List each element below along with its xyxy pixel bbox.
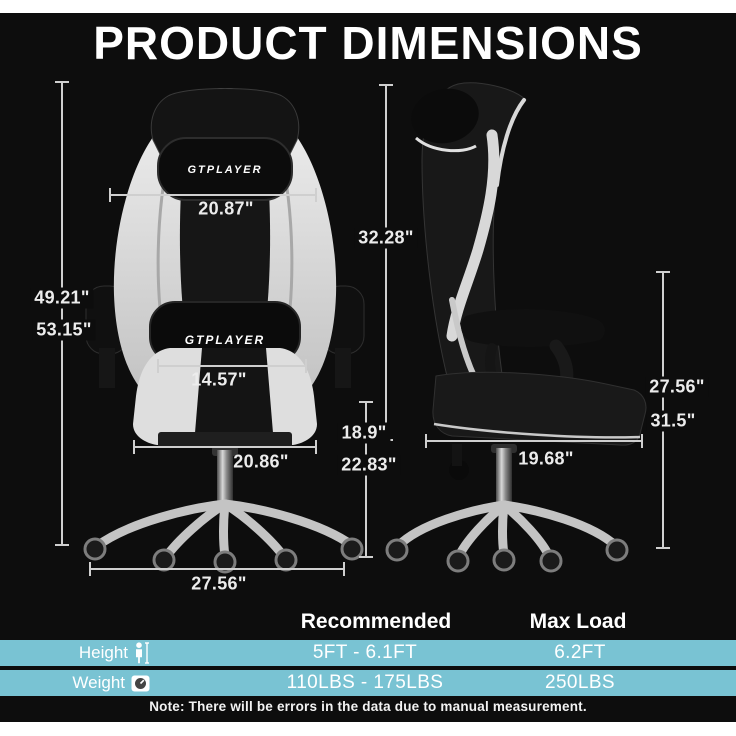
page-title: PRODUCT DIMENSIONS (93, 17, 643, 69)
top-white-strip (0, 0, 736, 13)
brand-logo-headrest: GTPLAYER (187, 164, 262, 176)
height-max-load-value: 6.2FT (554, 642, 606, 663)
row-label-height: Height (78, 643, 128, 662)
weight-recommended-value: 110LBS - 175LBS (286, 672, 444, 693)
table-row-height: Height 5FT - 6.1FT 6.2FT (0, 640, 736, 666)
dimension-lines (55, 81, 670, 576)
dim-overall-height-max: 53.15" (32, 319, 96, 341)
row-label-weight: Weight (72, 673, 125, 692)
side-chair-illustration (385, 82, 647, 573)
dim-backrest-height: 32.28" (354, 227, 418, 249)
dim-seat-depth: 19.68" (518, 448, 574, 469)
dim-base-width: 27.56" (191, 573, 247, 594)
dim-seat-width-total: 20.86" (233, 451, 289, 472)
column-header-max-load: Max Load (529, 610, 627, 633)
dim-seat-height-max: 22.83" (337, 454, 401, 476)
weight-max-load-value: 250LBS (544, 672, 616, 693)
column-header-recommended: Recommended (300, 610, 452, 633)
person-height-icon (136, 642, 149, 664)
dim-armrest-height-max: 31.5" (646, 410, 700, 432)
table-row-weight: Weight 110LBS - 175LBS 250LBS (0, 670, 736, 696)
measurement-note: Note: There will be errors in the data d… (149, 699, 587, 714)
spec-table-header: Recommended Max Load (0, 606, 736, 638)
weight-scale-icon (131, 675, 150, 691)
height-recommended-value: 5FT - 6.1FT (312, 642, 418, 663)
brand-logo-lumbar: GTPLAYER (185, 333, 265, 347)
bottom-white-strip (0, 722, 736, 736)
dim-back-width: 20.87" (198, 198, 254, 219)
dim-armrest-height-min: 27.56" (645, 376, 709, 398)
dim-overall-height-min: 49.21" (30, 287, 94, 309)
front-chair-illustration: GTPLAYER GTPLAYER (83, 88, 365, 574)
dim-seat-height-min: 18.9" (337, 422, 391, 444)
dim-cushion-width: 14.57" (191, 369, 247, 390)
